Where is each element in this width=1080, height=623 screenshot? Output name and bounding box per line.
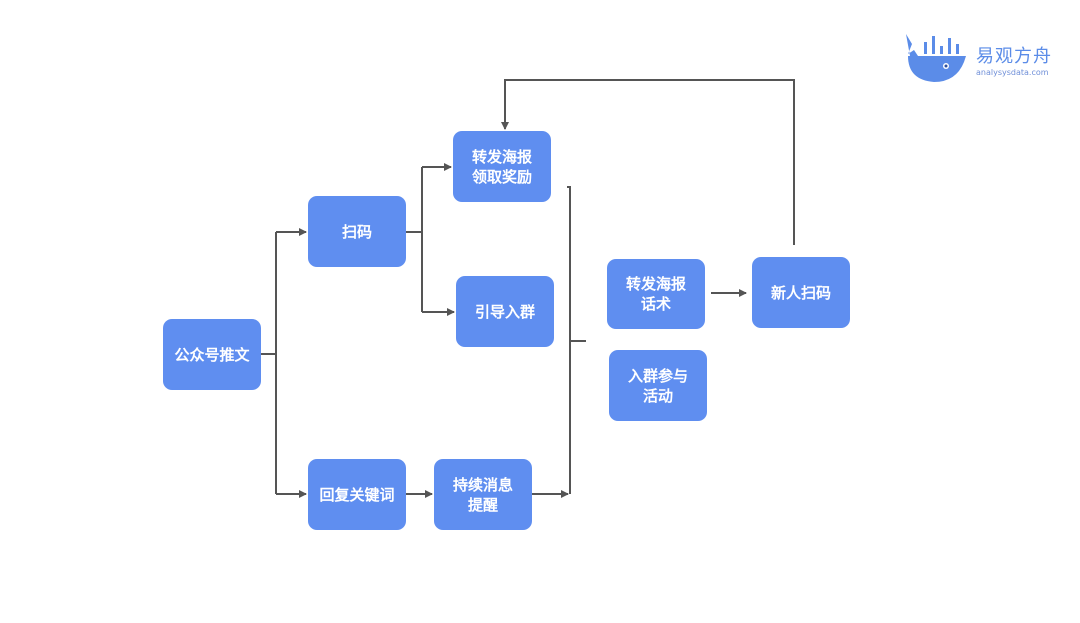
- node-label-line-2: 活动: [642, 386, 673, 405]
- node-chixu-xiaoxi-tixing: 持续消息 提醒: [434, 459, 532, 530]
- node-label: 新人扫码: [770, 283, 831, 302]
- node-label-line-1: 入群参与: [627, 366, 688, 385]
- connector-root-trunk: [261, 232, 277, 494]
- node-label: 引导入群: [474, 302, 535, 321]
- node-yindao-ruqun: 引导入群: [456, 276, 554, 347]
- node-label-line-1: 转发海报: [625, 275, 686, 293]
- node-label-line-1: 转发海报: [471, 147, 532, 166]
- node-huifu-guanjianci: 回复关键词: [308, 459, 406, 530]
- node-ruqun-canyu-huodong: 入群参与 活动: [609, 350, 707, 421]
- node-gongzhonghao-tuiwen: 公众号推文: [163, 319, 261, 390]
- node-xinren-saoma: 新人扫码: [752, 257, 850, 328]
- node-label-line-2: 话术: [640, 295, 671, 313]
- node-label: 回复关键词: [319, 485, 395, 504]
- brand-domain: analysysdata.com: [976, 68, 1049, 77]
- node-label: 公众号推文: [174, 345, 250, 364]
- bracket: [567, 186, 586, 494]
- connector-saoma-trunk: [406, 167, 423, 312]
- node-saoma: 扫码: [308, 196, 406, 267]
- loop-back-line: [501, 79, 795, 245]
- node-label-line-1: 持续消息: [452, 475, 513, 494]
- brand-logo: 易观方舟 analysysdata.com: [904, 28, 1064, 88]
- node-zhuanfa-haibao-lingqu-jiangli: 转发海报 领取奖励: [453, 131, 551, 202]
- node-label-line-2: 领取奖励: [471, 167, 532, 186]
- node-label-line-2: 提醒: [467, 495, 498, 514]
- node-label: 扫码: [341, 222, 372, 241]
- whale-chart-icon: [906, 34, 966, 82]
- brand-name: 易观方舟: [976, 46, 1052, 67]
- node-zhuanfa-haibao-huashu: 转发海报 话术: [607, 259, 705, 329]
